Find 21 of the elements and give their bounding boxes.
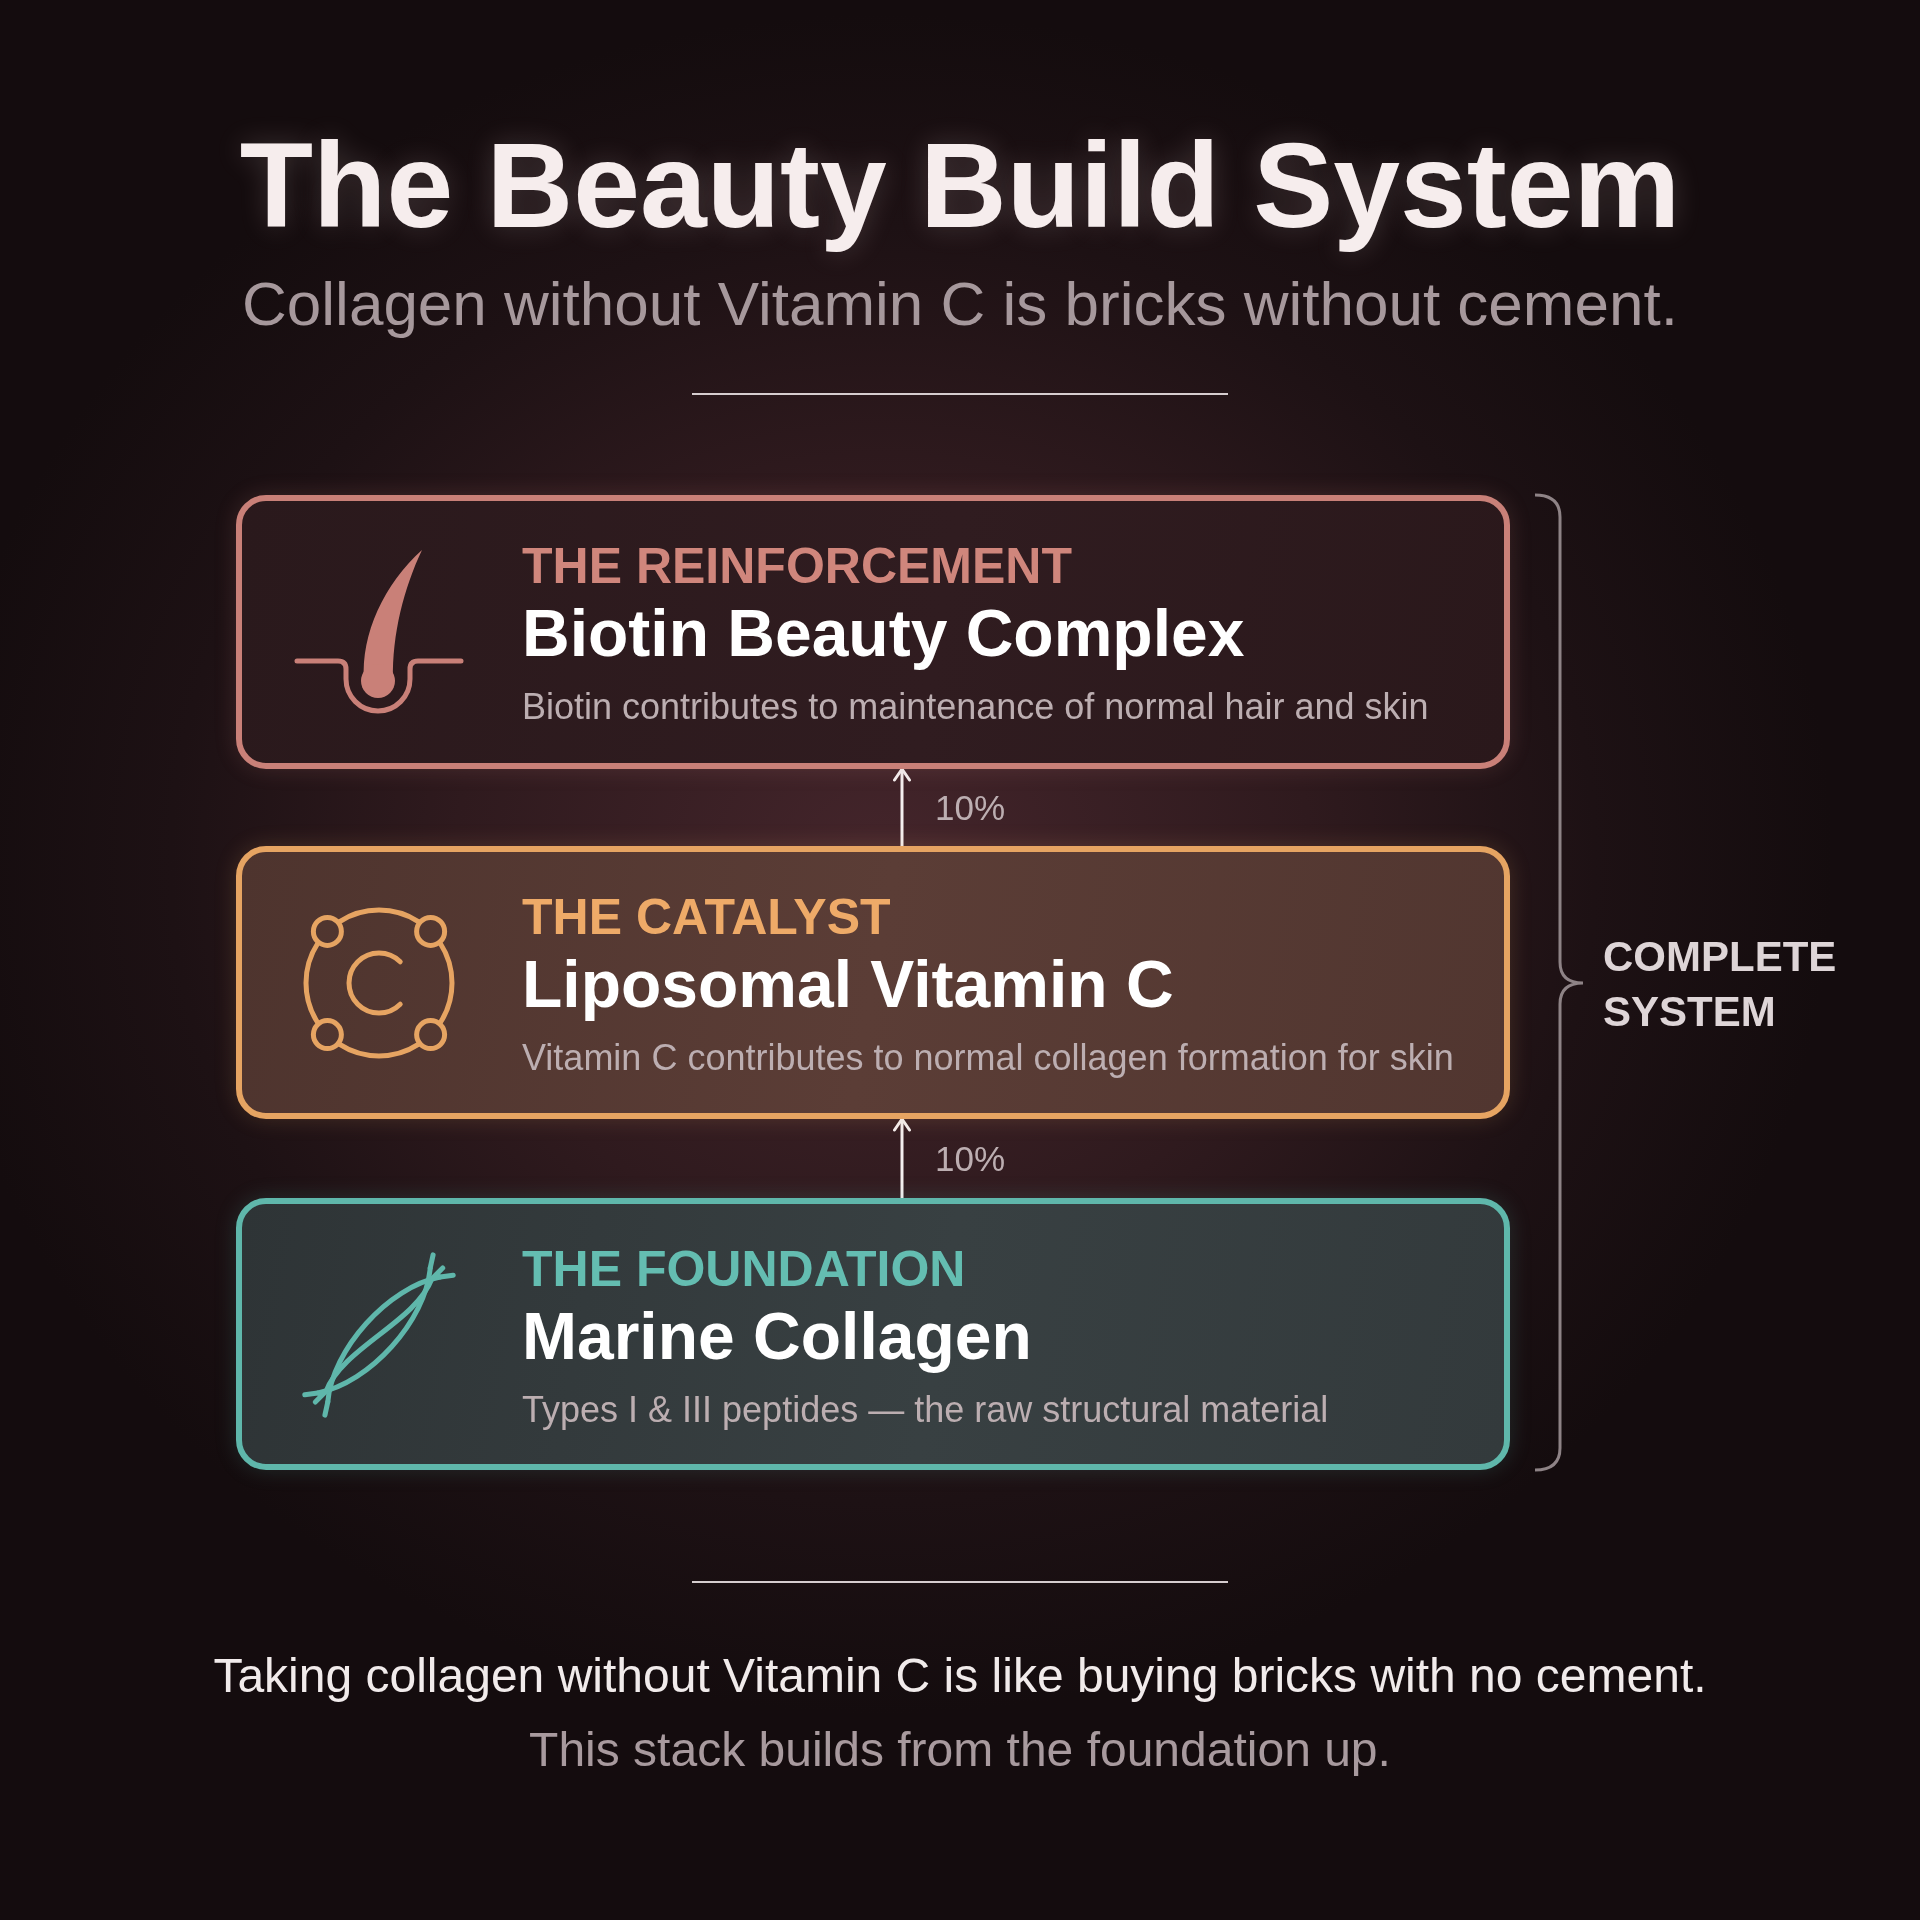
subtitle: Collagen without Vitamin C is bricks without cement. bbox=[242, 268, 1678, 340]
tier-label: THE REINFORCEMENT bbox=[522, 537, 1072, 595]
title: The Beauty Build System bbox=[239, 117, 1681, 254]
arrow bbox=[893, 1117, 911, 1198]
product-name: Marine Collagen bbox=[522, 1298, 1032, 1374]
product-name: Biotin Beauty Complex bbox=[522, 595, 1245, 671]
product-description: Vitamin C contributes to normal collagen formation for skin bbox=[522, 1036, 1454, 1080]
tier-label: THE CATALYST bbox=[522, 888, 891, 946]
tier-label: THE FOUNDATION bbox=[522, 1240, 966, 1298]
product-name: Liposomal Vitamin C bbox=[522, 946, 1174, 1022]
bracket-label: COMPLETE SYSTEM bbox=[1603, 932, 1838, 1037]
tier-card bbox=[236, 1198, 1510, 1470]
tier-card bbox=[236, 846, 1510, 1119]
footer-note: Taking collagen without Vitamin C is like buying bricks with no cement. bbox=[213, 1648, 1707, 1704]
edge-label: 10% bbox=[935, 1137, 1006, 1180]
tier-card bbox=[236, 495, 1510, 769]
product-description: Biotin contributes to maintenance of normal hair and skin bbox=[522, 685, 1429, 729]
edge-label: 10% bbox=[935, 786, 1006, 829]
arrow bbox=[893, 767, 911, 846]
footer-note: This stack builds from the foundation up. bbox=[529, 1722, 1391, 1778]
product-description: Types I & III peptides — the raw structural material bbox=[522, 1388, 1329, 1432]
